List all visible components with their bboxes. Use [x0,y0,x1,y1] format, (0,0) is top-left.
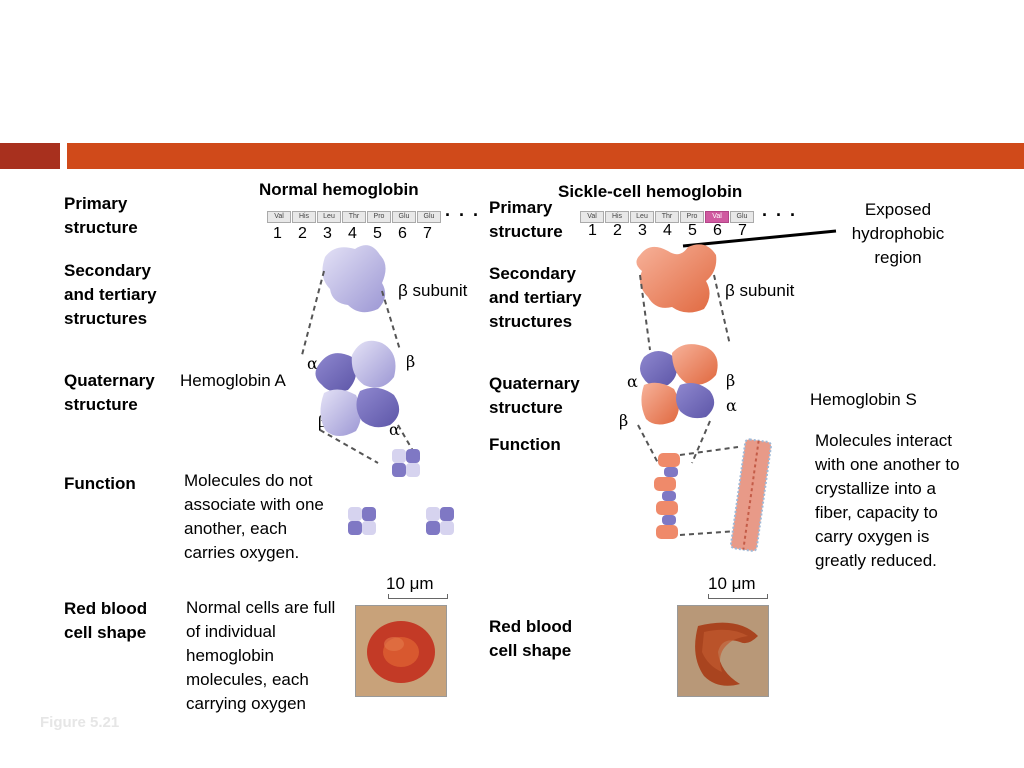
sickle-quaternary-label: Quaternary structure [489,374,580,417]
sickle-beta-subunit-shape [636,244,717,313]
sickle-positions: 1 2 3 4 5 6 7 [580,222,755,240]
position-number: 6 [713,222,722,239]
position-number: 2 [613,222,622,239]
sickle-rbc-label: Red blood cell shape [489,617,573,660]
normal-rbc-label: Red blood cell shape [64,599,148,642]
amino-acid: Thr [342,211,366,223]
position-number: 2 [298,225,307,242]
position-number: 5 [373,225,382,242]
position-number: 3 [638,222,647,239]
hemoglobin-s-label: Hemoglobin S [810,390,917,409]
figure-label: Figure 5.21 [40,714,120,731]
position-number: 1 [273,225,282,242]
normal-quaternary-label: Quaternary structure [64,371,155,414]
position-number: 6 [398,225,407,242]
normal-alpha-top: α [307,354,318,373]
normal-function-text: Molecules do not associate with one anot… [184,471,324,562]
sickle-scale-bar [708,594,768,599]
exposed-hydrophobic-label: Exposed hydrophobic region [851,200,945,267]
position-number: 5 [688,222,697,239]
normal-title: Normal hemoglobin [259,180,419,199]
normal-molecule-shape [392,449,420,477]
sickle-beta-right: β [726,371,736,390]
normal-beta-subunit-shape [322,245,386,313]
normal-molecule-shape [426,507,454,535]
normal-red-blood-cell-image [355,605,447,697]
normal-amino-acid-sequence: Val His Leu Thr Pro Glu Glu [267,211,441,223]
normal-beta-top: β [406,352,416,371]
position-number: 7 [738,222,747,239]
normal-primary-label: Primary structure [64,194,138,237]
sickle-function-text: Molecules interact with one another to c… [815,431,960,570]
amino-acid: His [292,211,316,223]
exposed-region-pointer [682,229,837,248]
position-number: 3 [323,225,332,242]
normal-tetramer-shape [315,340,400,436]
sickle-amino-acid-sequence: Val His Leu Thr Pro Val Glu [580,211,754,223]
amino-acid: Pro [680,211,704,223]
normal-molecule-shape [348,507,376,535]
sickle-red-blood-cell-image [677,605,769,697]
normal-function-label: Function [64,474,136,493]
amino-acid: Glu [417,211,441,223]
sickle-alpha-left: α [627,372,638,391]
normal-secondary-label: Secondary and tertiary structures [64,261,157,328]
sickle-beta-bottom: β [619,411,629,430]
position-number: 4 [663,222,672,239]
mutated-amino-acid: Val [705,211,729,223]
amino-acid: Val [580,211,604,223]
sickle-continuation-dots: . . . [762,200,798,220]
sickle-subunit-label: β subunit [725,281,795,300]
amino-acid: His [605,211,629,223]
sickle-hemoglobin-illustration [636,244,773,552]
amino-acid: Glu [392,211,416,223]
amino-acid: Leu [630,211,654,223]
sickle-alpha-right: α [726,396,737,415]
header-bar-left [0,143,60,169]
normal-scale-bar [388,594,448,599]
amino-acid: Pro [367,211,391,223]
sickle-title: Sickle-cell hemoglobin [558,182,743,201]
amino-acid: Thr [655,211,679,223]
amino-acid: Glu [730,211,754,223]
normal-rbc-text: Normal cells are full of individual hemo… [186,598,336,713]
normal-subunit-label: β subunit [398,281,468,300]
sickle-scale-label: 10 μm [708,574,756,593]
amino-acid: Leu [317,211,341,223]
hemoglobin-a-label: Hemoglobin A [180,371,286,390]
sickle-primary-label: Primary structure [489,198,563,241]
normal-hemoglobin-illustration [301,245,454,535]
normal-alpha-bottom: α [389,420,400,439]
position-number: 7 [423,225,432,242]
header-bar-right [67,143,1024,169]
normal-scale-label: 10 μm [386,574,434,593]
sickle-function-label: Function [489,435,561,454]
normal-positions: 1 2 3 4 5 6 7 [265,225,440,243]
sickle-tetramer-shape [640,344,718,425]
position-number: 1 [588,222,597,239]
normal-continuation-dots: . . . [445,200,481,220]
position-number: 4 [348,225,357,242]
sickle-secondary-label: Secondary and tertiary structures [489,264,582,331]
sickle-fiber-shape [729,438,773,552]
sickle-polymer-chain [654,453,680,539]
amino-acid: Val [267,211,291,223]
